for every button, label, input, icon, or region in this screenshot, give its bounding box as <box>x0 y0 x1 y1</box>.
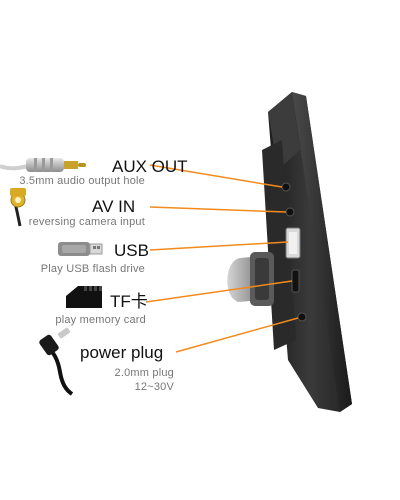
av-label: AV IN <box>92 197 136 216</box>
usb-description: Play USB flash drive <box>40 263 145 275</box>
tf-leader-line <box>145 280 293 303</box>
usb-label: USB <box>114 241 149 260</box>
tf-description: play memory card <box>55 314 146 326</box>
power-plug-icon <box>39 327 74 396</box>
rca-cable-icon <box>10 188 26 227</box>
power-voltage: 12~30V <box>134 381 174 393</box>
usb-leader-line <box>149 241 289 251</box>
power-leader-line <box>175 317 299 353</box>
tf-label: TF卡 <box>110 292 148 311</box>
leader-lines <box>145 164 299 353</box>
power-description: 2.0mm plug <box>114 367 174 379</box>
usb-drive-icon <box>58 242 103 256</box>
av-leader-line <box>149 206 287 213</box>
monitor-body <box>227 92 352 412</box>
power-label: power plug <box>80 343 164 362</box>
sd-card-icon <box>66 286 102 308</box>
aux-cable-icon <box>0 158 86 172</box>
aux-leader-line <box>149 164 283 188</box>
aux-description: 3.5mm audio output hole <box>19 175 145 187</box>
aux-label: AUX OUT <box>112 157 188 176</box>
av-description: reversing camera input <box>28 216 145 228</box>
